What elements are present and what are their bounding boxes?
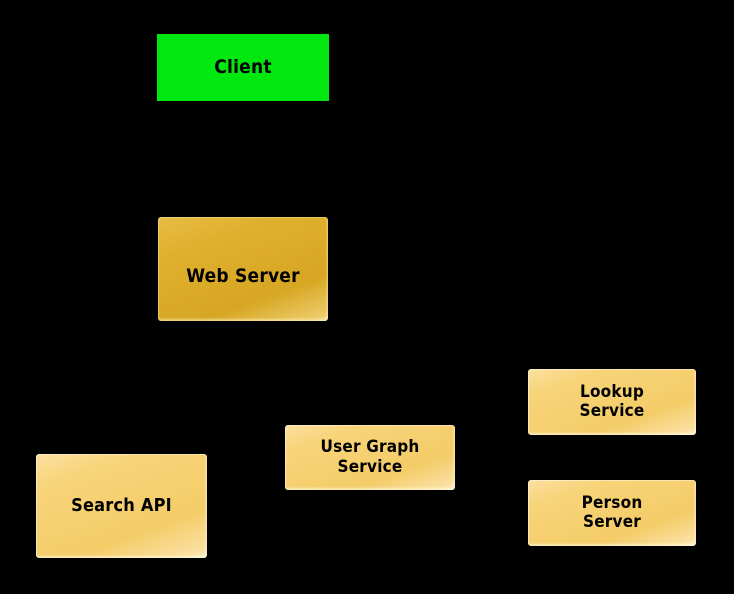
node-lookup-service[interactable]: Lookup Service — [528, 369, 696, 435]
node-search-api[interactable]: Search API — [36, 454, 207, 558]
node-person-server-label: Person Server — [581, 492, 643, 532]
node-lookup-service-label: Lookup Service — [579, 381, 645, 421]
node-user-graph-service[interactable]: User Graph Service — [285, 425, 455, 490]
node-user-graph-service-label: User Graph Service — [320, 437, 420, 477]
node-search-api-label: Search API — [71, 494, 172, 516]
node-web-server-label: Web Server — [186, 265, 300, 288]
node-web-server[interactable]: Web Server — [158, 217, 328, 321]
node-client-label: Client — [214, 55, 272, 78]
node-client[interactable]: Client — [157, 34, 329, 101]
node-person-server[interactable]: Person Server — [528, 480, 696, 546]
